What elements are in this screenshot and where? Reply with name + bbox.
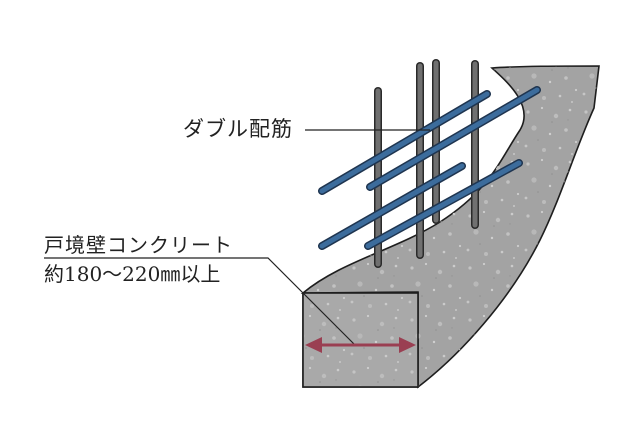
- leader-lines: [44, 129, 430, 346]
- wall-label-line1: 戸境壁コンクリート: [44, 233, 233, 257]
- double-headed-arrow-icon: [305, 337, 416, 353]
- wall-label-line2: 約180〜220㎜以上: [44, 262, 221, 286]
- rebar-label: ダブル配筋: [183, 117, 293, 141]
- rebar-horizontal-group: [318, 86, 541, 250]
- concrete-wall: [300, 65, 600, 389]
- wall-leader-line: [44, 257, 356, 346]
